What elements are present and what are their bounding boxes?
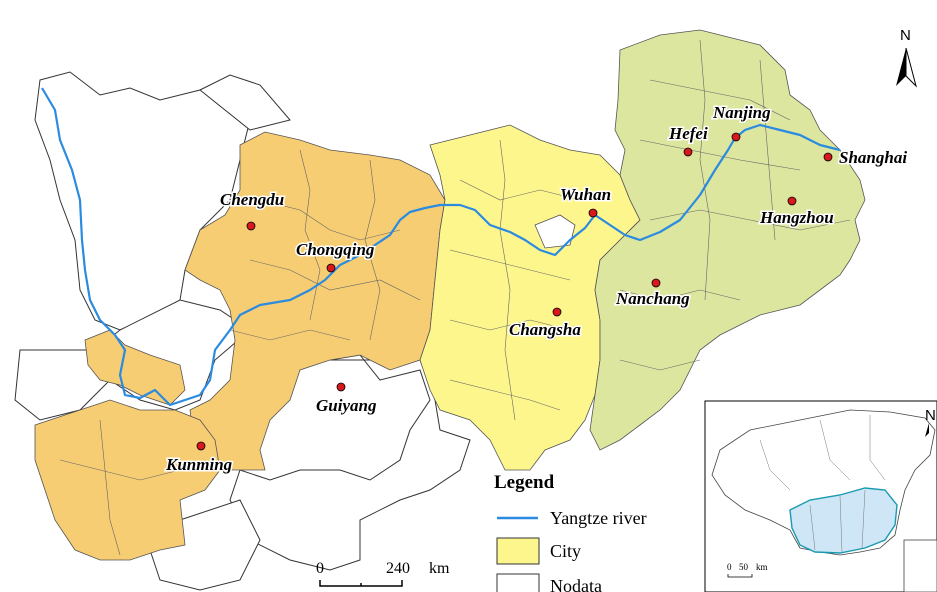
legend: Legend Yangtze river City Nodata [494, 472, 647, 592]
legend-river-label: Yangtze river [550, 508, 647, 528]
inset-scale-value: 50 [739, 562, 749, 572]
nodata-lake [534, 214, 576, 249]
city-label: Kunming [165, 455, 233, 474]
city-dot [196, 441, 206, 451]
upstream-regions [34, 131, 446, 561]
inset-scale-zero: 0 [727, 562, 732, 572]
inset-north-label: N [925, 407, 936, 424]
inset-scale-line [727, 574, 753, 578]
scale-bar: 0 240 km [316, 560, 450, 587]
city-dot [588, 208, 598, 218]
city-label: Chengdu [220, 190, 284, 209]
city-kunming: Kunming [164, 441, 234, 476]
city-label: Guiyang [316, 396, 377, 415]
scale-line [319, 580, 403, 587]
north-label: N [900, 27, 911, 44]
city-markers: Chengdu Chongqing Guiyang Kunming Wuhan … [164, 102, 909, 476]
legend-city-label: City [550, 541, 581, 561]
yangtze-river [41, 87, 841, 407]
inset-map: 0 50 km N [704, 400, 937, 592]
city-label: Hangzhou [759, 208, 834, 227]
legend-nodata-label: Nodata [550, 576, 602, 592]
city-hangzhou: Hangzhou [758, 196, 835, 229]
city-chengdu: Chengdu [219, 189, 286, 231]
city-dot [787, 196, 797, 206]
city-dot [651, 278, 661, 288]
north-arrow: N [896, 27, 917, 88]
city-label: Wuhan [560, 185, 611, 204]
legend-city-swatch [496, 537, 540, 565]
inset-yangtze-region [789, 487, 898, 554]
city-changsha: Changsha [508, 307, 583, 341]
downstream-regions [589, 29, 866, 451]
city-wuhan: Wuhan [559, 184, 613, 218]
city-guiyang: Guiyang [315, 382, 378, 417]
city-dot [246, 221, 256, 231]
city-nanchang: Nanchang [614, 278, 692, 310]
scale-unit: km [429, 560, 450, 577]
city-chongqing: Chongqing [295, 239, 376, 273]
legend-nodata-swatch [496, 573, 540, 592]
city-label: Chongqing [296, 240, 375, 259]
city-label: Nanjing [712, 103, 771, 122]
city-label: Shanghai [839, 148, 907, 167]
inset-south-china-sea-box [903, 539, 937, 592]
city-dot [823, 152, 833, 162]
city-label: Nanchang [615, 289, 690, 308]
city-dot [731, 132, 741, 142]
scale-value: 240 [386, 560, 410, 577]
inset-scale-unit: km [756, 562, 768, 572]
city-dot [552, 307, 562, 317]
north-arrow-icon [896, 48, 906, 86]
inset-province-lines [759, 415, 886, 553]
scale-zero: 0 [316, 560, 324, 577]
legend-title: Legend [494, 472, 555, 493]
city-hefei: Hefei [667, 123, 709, 157]
inset-north-arrow-icon [925, 423, 929, 437]
city-dot [683, 147, 693, 157]
city-label: Changsha [509, 320, 581, 339]
city-dot [336, 382, 346, 392]
city-shanghai: Shanghai [823, 147, 909, 169]
city-dot [326, 263, 336, 273]
city-label: Hefei [668, 124, 708, 143]
city-nanjing: Nanjing [711, 102, 773, 142]
